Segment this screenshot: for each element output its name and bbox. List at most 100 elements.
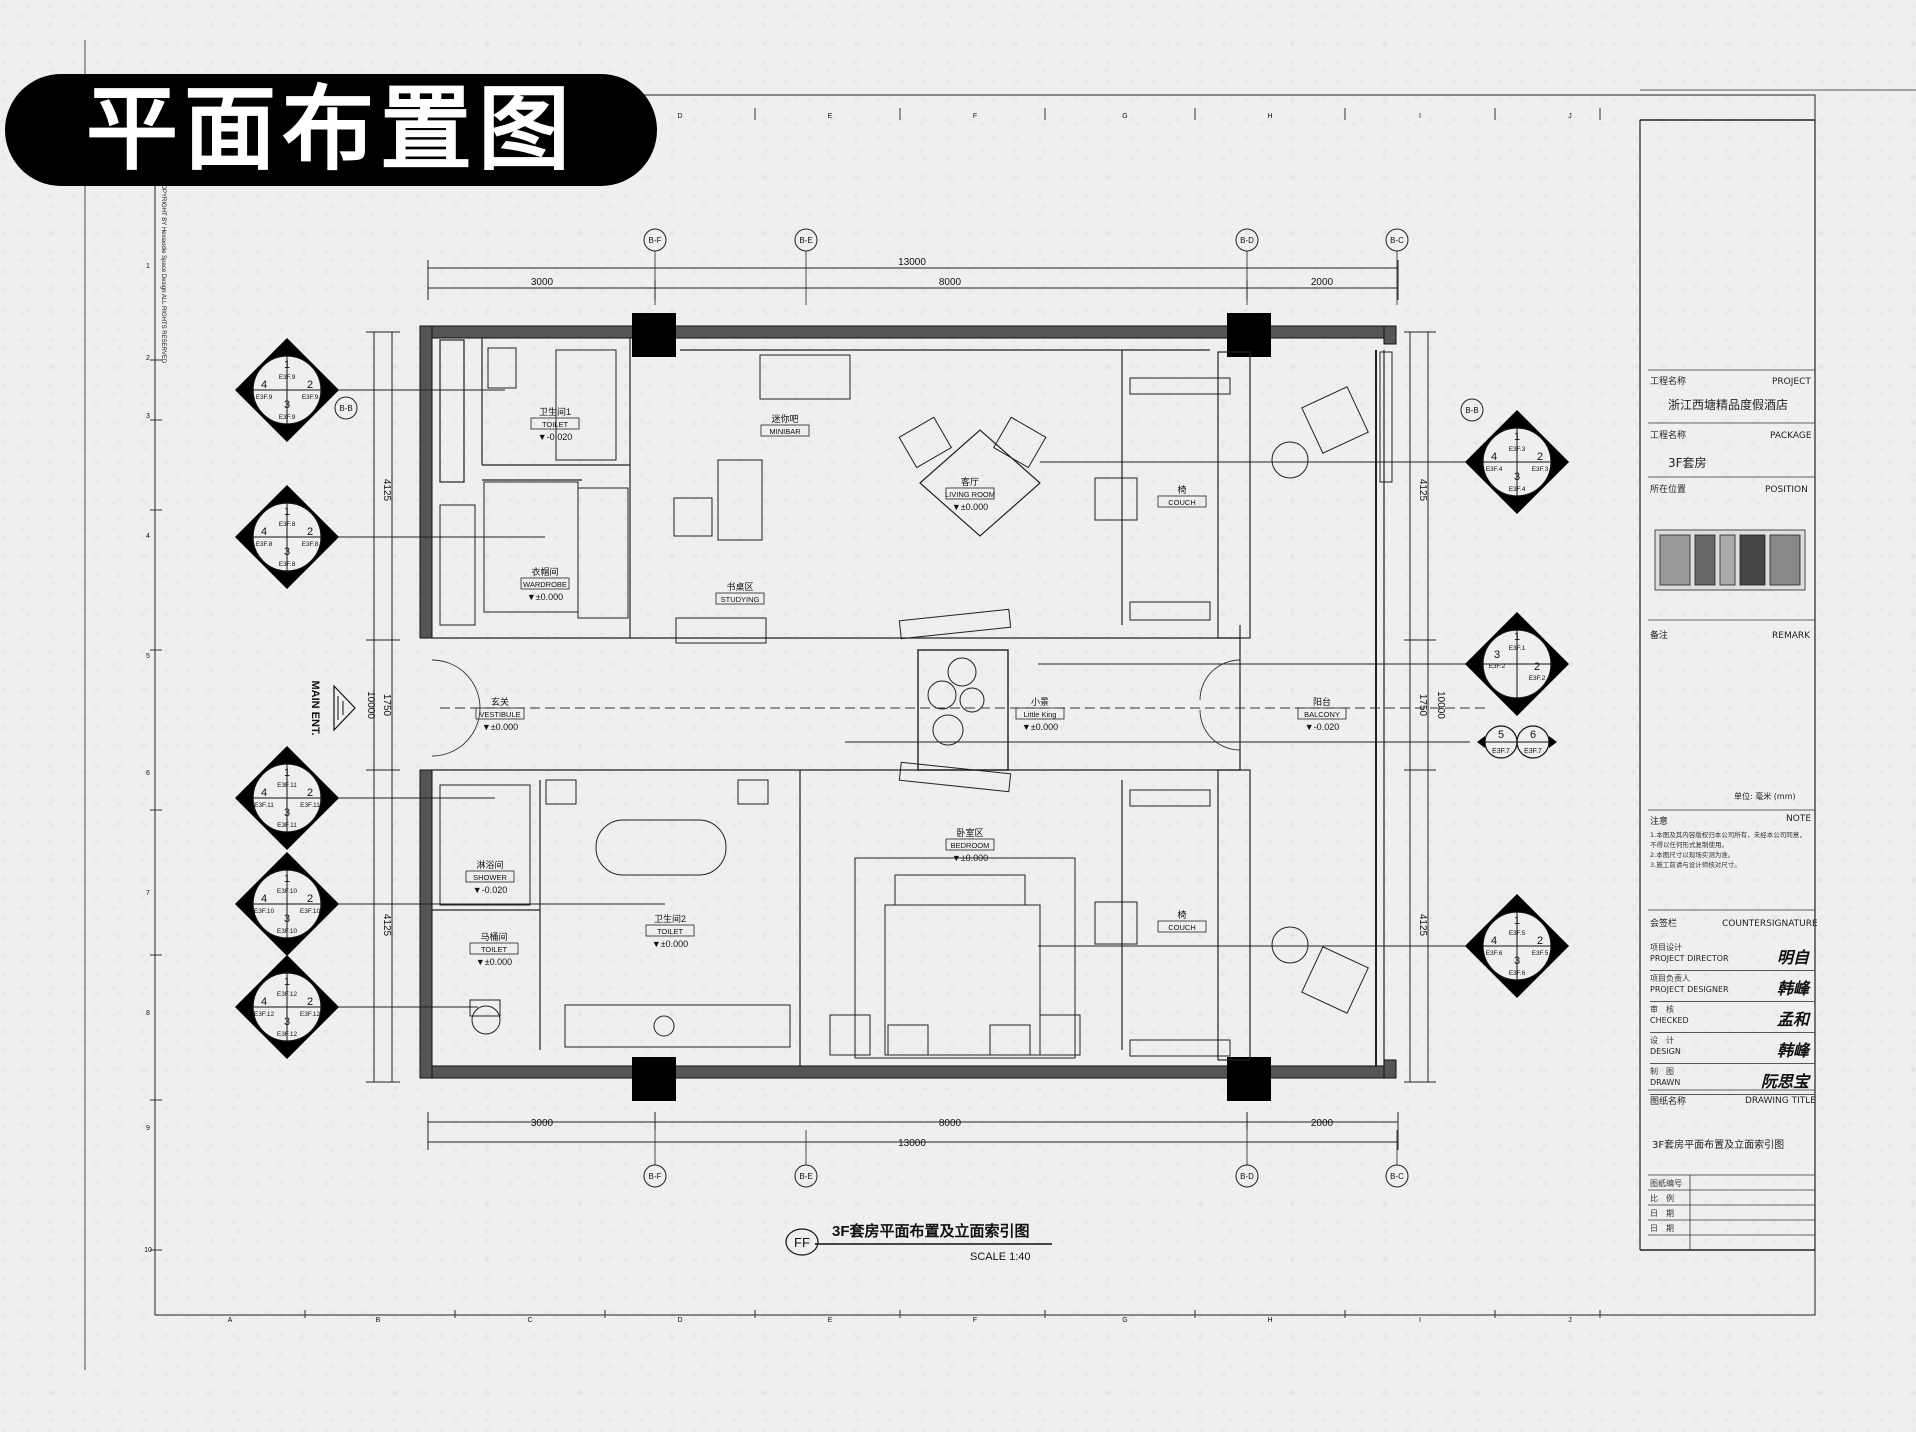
elevation-index-symbols: 1E3F.92E3F.93E3F.94E3F.91E3F.82E3F.83E3F… xyxy=(235,338,1569,1059)
svg-text:3: 3 xyxy=(284,1016,290,1028)
svg-text:2: 2 xyxy=(307,526,313,538)
tb-role-cn: 制 图 xyxy=(1650,1067,1674,1076)
svg-text:2: 2 xyxy=(1534,661,1540,673)
svg-text:6: 6 xyxy=(1530,729,1536,741)
svg-text:1: 1 xyxy=(1514,431,1520,443)
svg-text:SHOWER: SHOWER xyxy=(473,873,507,882)
door-swings xyxy=(431,659,1241,757)
svg-text:BALCONY: BALCONY xyxy=(1304,710,1340,719)
grid-row-number: 1 xyxy=(146,263,150,270)
svg-text:2: 2 xyxy=(307,893,313,905)
dim-right-h1: 4125 xyxy=(1417,479,1428,502)
dim-seg2-bottom: 8000 xyxy=(939,1118,962,1129)
svg-text:E3F.5: E3F.5 xyxy=(1532,950,1549,957)
grid-row-number: 5 xyxy=(146,653,150,660)
tb-remark-label-cn: 备注 xyxy=(1650,631,1669,641)
grid-row-number: 8 xyxy=(146,1010,150,1017)
axis-bubble-label: B-D xyxy=(1240,1172,1254,1181)
axis-bubble-label: B-C xyxy=(1390,236,1404,245)
svg-text:3: 3 xyxy=(1514,955,1520,967)
svg-text:▼±0.000: ▼±0.000 xyxy=(652,939,688,949)
tb-role-signature: 明自 xyxy=(1776,948,1809,967)
svg-text:1: 1 xyxy=(284,767,290,779)
tb-role-en: DESIGN xyxy=(1650,1047,1681,1056)
svg-text:E3F.11: E3F.11 xyxy=(300,802,320,809)
dim-seg3-top: 2000 xyxy=(1311,277,1334,288)
axis-bubble-label: B-D xyxy=(1240,236,1254,245)
grid-letter-top: D xyxy=(677,113,682,120)
tb-role-signature: 孟和 xyxy=(1776,1010,1809,1029)
svg-text:E3F.11: E3F.11 xyxy=(277,822,297,829)
tb-drawing-name: 3F套房平面布置及立面索引图 xyxy=(1652,1140,1785,1151)
svg-text:E3F.8: E3F.8 xyxy=(302,541,319,548)
grid-letter-bottom: J xyxy=(1568,1317,1572,1324)
svg-text:书桌区: 书桌区 xyxy=(726,581,753,592)
svg-text:1: 1 xyxy=(284,976,290,988)
svg-text:1: 1 xyxy=(1514,631,1520,643)
svg-text:BEDROOM: BEDROOM xyxy=(951,841,990,850)
svg-text:TOILET: TOILET xyxy=(542,420,569,429)
svg-text:马桶间: 马桶间 xyxy=(480,931,507,942)
svg-text:E3F.4: E3F.4 xyxy=(1509,486,1526,493)
svg-text:迷你吧: 迷你吧 xyxy=(771,413,798,424)
svg-text:E3F.12: E3F.12 xyxy=(300,1011,321,1018)
svg-text:2: 2 xyxy=(307,787,313,799)
svg-text:COUCH: COUCH xyxy=(1168,498,1196,507)
svg-text:椅: 椅 xyxy=(1177,909,1186,920)
title-block-lines xyxy=(1648,369,1815,1250)
svg-text:1: 1 xyxy=(284,506,290,518)
main-entrance-marker: MAIN ENT. xyxy=(309,681,356,736)
grid-letter-bottom: F xyxy=(973,1317,977,1324)
svg-text:▼±0.000: ▼±0.000 xyxy=(482,722,518,732)
room-label-vestibule: 玄关 VESTIBULE ▼±0.000 xyxy=(475,696,525,732)
svg-text:COUCH: COUCH xyxy=(1168,923,1196,932)
grid-row-number: 9 xyxy=(146,1125,150,1132)
grid-letter-bottom: I xyxy=(1419,1317,1421,1324)
svg-text:▼±0.000: ▼±0.000 xyxy=(952,853,988,863)
tb-note-line: 2.本图尺寸以现场实测为准。 xyxy=(1650,851,1735,859)
tb-notes: 1.本图及其内容版权归本公司所有，未经本公司同意， 不得以任何形式复制使用。2.… xyxy=(1650,830,1806,870)
grid-row-number: 3 xyxy=(146,413,150,420)
tb-role-signature: 阮思宝 xyxy=(1760,1072,1809,1091)
svg-text:卧室区: 卧室区 xyxy=(956,827,983,838)
grid-row-number: 6 xyxy=(146,770,150,777)
tb-note-label-en: NOTE xyxy=(1786,814,1812,824)
tb-footer-row: 日 期 xyxy=(1650,1209,1674,1218)
svg-text:E3F.12: E3F.12 xyxy=(277,991,298,998)
room-label-bedroom: 卧室区 BEDROOM ▼±0.000 xyxy=(945,827,995,863)
svg-text:E3F.1: E3F.1 xyxy=(1509,645,1526,652)
grid-row-number: 2 xyxy=(146,355,150,362)
svg-text:E3F.7: E3F.7 xyxy=(1524,748,1542,755)
svg-text:E3F.7: E3F.7 xyxy=(1492,748,1510,755)
tb-drawing-label-cn: 图纸名称 xyxy=(1650,1097,1687,1107)
tb-position-label-cn: 所在位置 xyxy=(1650,485,1687,495)
room-label-couch2: 椅 COUCH xyxy=(1157,909,1207,933)
tb-unit: 单位: 毫米 (mm) xyxy=(1734,792,1796,801)
drawing-title: 3F套房平面布置及立面索引图 xyxy=(832,1222,1030,1240)
position-thumbnail xyxy=(1654,529,1806,591)
tb-role-cn: 审 核 xyxy=(1650,1005,1674,1014)
svg-text:VESTIBULE: VESTIBULE xyxy=(479,710,520,719)
svg-text:MINIBAR: MINIBAR xyxy=(769,427,801,436)
svg-text:4: 4 xyxy=(1491,451,1497,463)
tb-counter-label-cn: 会签栏 xyxy=(1650,919,1678,929)
svg-text:玄关: 玄关 xyxy=(491,696,509,707)
dim-right-h3: 4125 xyxy=(1417,914,1428,937)
sheet-frame xyxy=(84,40,1916,1370)
axis-bubble-label: B-F xyxy=(649,1172,662,1181)
grid-row-number: 4 xyxy=(146,533,150,540)
tb-footer-row: 日 期 xyxy=(1650,1224,1674,1233)
